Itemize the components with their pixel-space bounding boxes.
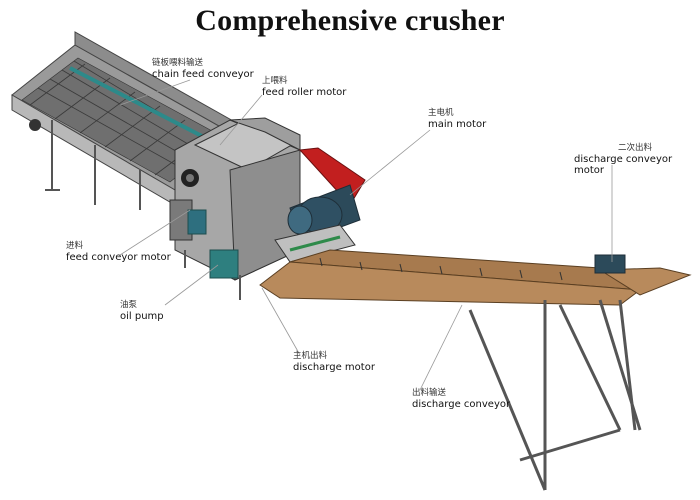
label-oil-pump: 油泵 oil pump xyxy=(120,300,164,322)
label-feed-conveyor-zh: 进料 xyxy=(66,241,84,251)
label-discharge-motor-en: discharge motor xyxy=(293,361,375,373)
label-oil-pump-zh: 油泵 xyxy=(120,300,138,310)
label-feed-roller-zh: 上喂料 xyxy=(262,76,288,86)
leader-lines xyxy=(119,79,613,391)
label-feed-roller-en: feed roller motor xyxy=(262,86,347,98)
label-oil-pump-en: oil pump xyxy=(120,310,164,322)
label-discharge-motor-zh: 主机出料 xyxy=(293,351,328,361)
label-discharge-conveyor-zh: 出料输送 xyxy=(412,388,447,398)
label-discharge-conveyor-en: discharge conveyor xyxy=(412,398,511,410)
discharge-frame xyxy=(468,299,642,491)
label-feed-conveyor-motor: 进料 feed conveyor motor xyxy=(66,241,171,263)
discharge-conveyor xyxy=(259,249,692,306)
label-main-motor-zh: 主电机 xyxy=(428,108,454,118)
label-discharge-conveyor: 出料输送 discharge conveyor xyxy=(412,388,511,410)
label-chain-feed-en: chain feed conveyor xyxy=(152,68,254,80)
label-secondary-discharge-zh: 二次出料 xyxy=(618,143,653,153)
label-discharge-conveyor-motor: 二次出料 discharge conveyor motor xyxy=(574,143,700,177)
crusher-body xyxy=(169,117,301,300)
label-feed-conveyor-en: feed conveyor motor xyxy=(66,251,171,263)
label-chain-feed-zh: 链板喂料输送 xyxy=(152,58,204,68)
label-main-motor-en: main motor xyxy=(428,118,487,130)
label-discharge-motor: 主机出料 discharge motor xyxy=(293,351,375,373)
label-secondary-discharge-en: discharge conveyor motor xyxy=(574,153,673,177)
label-feed-roller-motor: 上喂料 feed roller motor xyxy=(262,76,347,98)
label-chain-feed-conveyor: 链板喂料输送 chain feed conveyor xyxy=(152,58,254,80)
main-motor-assembly xyxy=(274,147,366,263)
diagram-title: Comprehensive crusher xyxy=(195,4,505,37)
label-main-motor: 主电机 main motor xyxy=(428,108,487,130)
